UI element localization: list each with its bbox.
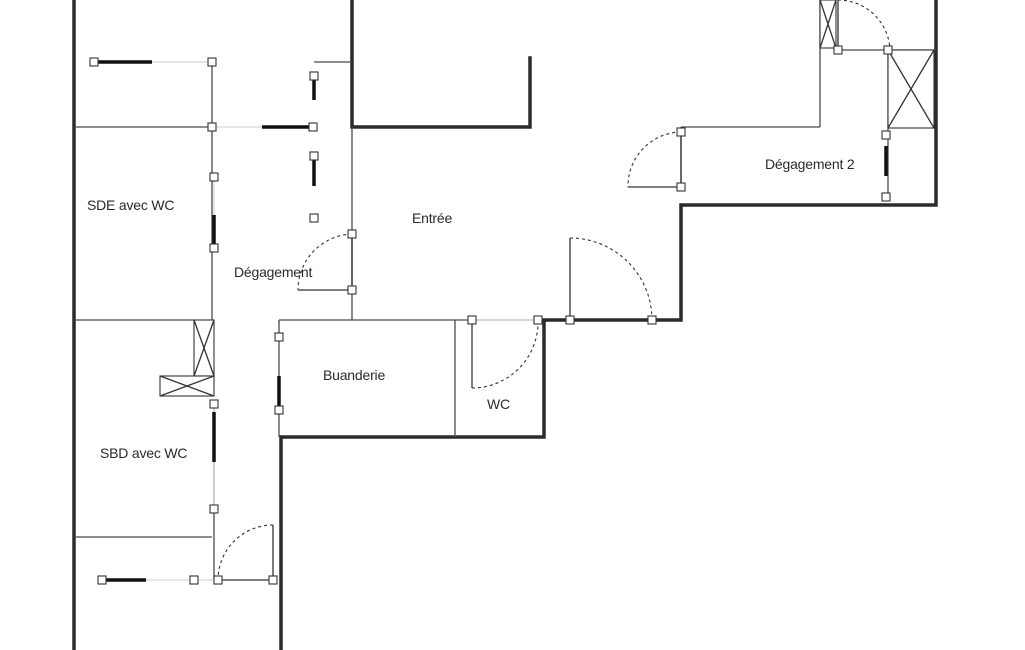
node xyxy=(209,172,219,182)
node xyxy=(209,504,219,514)
wall-nodes xyxy=(89,45,893,585)
node xyxy=(676,127,686,137)
node xyxy=(209,399,219,409)
node xyxy=(533,315,543,325)
room-label-degagement: Dégagement xyxy=(234,264,312,280)
node xyxy=(309,213,319,223)
partitions xyxy=(74,0,936,580)
node xyxy=(883,45,893,55)
node xyxy=(347,229,357,239)
node xyxy=(308,122,318,132)
duct-sbd-vertical xyxy=(193,319,215,377)
node xyxy=(676,182,686,192)
node xyxy=(647,315,657,325)
room-label-entree: Entrée xyxy=(412,210,452,226)
node xyxy=(309,151,319,161)
node xyxy=(274,405,284,415)
door-sbd xyxy=(217,524,274,581)
node xyxy=(881,130,891,140)
room-label-buanderie: Buanderie xyxy=(323,367,385,383)
door-deg2-top xyxy=(837,0,891,51)
node xyxy=(309,71,319,81)
door-entree xyxy=(569,237,653,321)
entry-notch-wall xyxy=(350,0,532,129)
node xyxy=(347,285,357,295)
windows xyxy=(96,60,888,582)
duct-sbd-horizontal xyxy=(159,375,215,397)
door-degagement xyxy=(297,233,353,291)
node xyxy=(207,57,217,67)
node xyxy=(833,45,843,55)
duct-deg2-small xyxy=(819,0,837,49)
node xyxy=(189,575,199,585)
node xyxy=(467,315,477,325)
node xyxy=(565,315,575,325)
exterior-walls xyxy=(72,0,938,650)
room-label-degagement2: Dégagement 2 xyxy=(765,156,855,172)
node xyxy=(881,192,891,202)
door-wc xyxy=(471,319,539,389)
room-label-wc: WC xyxy=(487,396,510,412)
room-label-sde: SDE avec WC xyxy=(87,197,174,213)
room-label-sbd: SBD avec WC xyxy=(100,445,187,461)
duct-deg2-large xyxy=(887,49,935,129)
node xyxy=(207,122,217,132)
node xyxy=(213,575,223,585)
node xyxy=(89,57,99,67)
right-stair-wall xyxy=(279,0,938,650)
room-labels: SDE avec WC Dégagement Entrée Dégagement… xyxy=(87,156,855,461)
ventilation-ducts xyxy=(159,0,935,397)
node xyxy=(274,332,284,342)
doors xyxy=(217,0,891,581)
door-deg2-left xyxy=(627,131,682,188)
node xyxy=(97,575,107,585)
node xyxy=(268,575,278,585)
node xyxy=(209,243,219,253)
